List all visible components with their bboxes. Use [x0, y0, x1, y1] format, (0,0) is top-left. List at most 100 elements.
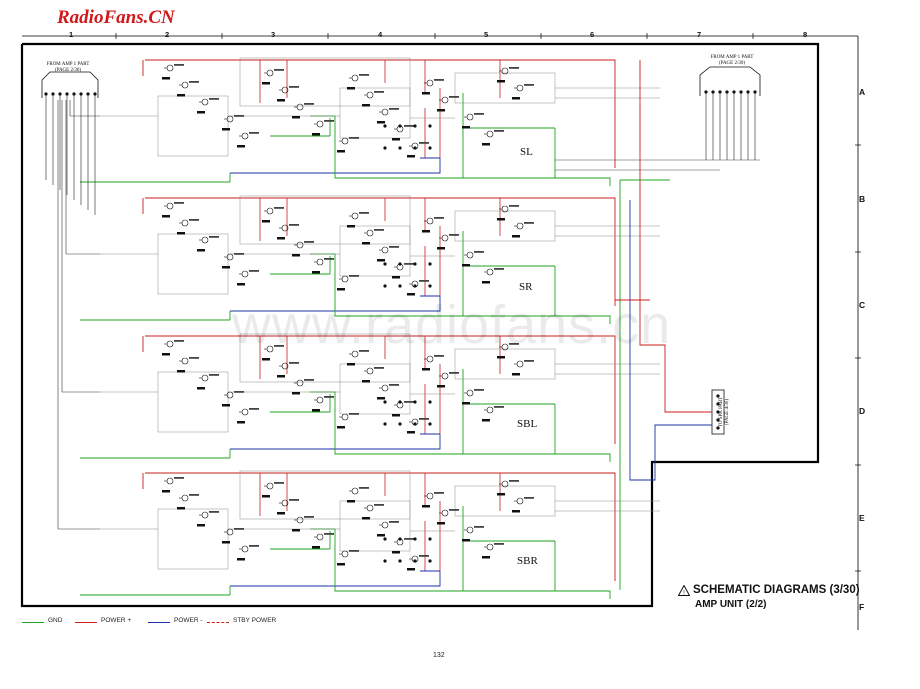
component-label: [449, 234, 459, 236]
right-connector-body: [699, 66, 761, 96]
component-label: [209, 236, 219, 238]
component-label: [209, 98, 219, 100]
transistor-symbol: [201, 236, 209, 244]
legend-gnd-label: GND: [48, 617, 63, 624]
transistor-symbol: [266, 207, 274, 215]
component-label: [389, 246, 399, 248]
transistor-symbol: [381, 246, 389, 254]
junction-dot: [398, 124, 402, 128]
signal-wire: [239, 470, 411, 520]
url-watermark: www.radiofans.cn: [232, 295, 672, 355]
junction-dot: [383, 559, 387, 563]
transistor-symbol: [241, 408, 249, 416]
component-label: [392, 276, 400, 279]
transistor-symbol: [486, 543, 494, 551]
component-label: [249, 132, 259, 134]
component-label: [407, 293, 415, 296]
junction-dot: [398, 422, 402, 426]
transistor-symbol: [201, 511, 209, 519]
junction-dot: [428, 559, 432, 563]
component-label: [277, 512, 285, 515]
junction-dot: [383, 262, 387, 266]
connector-pin: [716, 426, 720, 430]
transistor-symbol: [426, 492, 434, 500]
component-label: [497, 218, 505, 221]
power-minus-rail: [230, 434, 441, 450]
component-label: [512, 97, 520, 100]
transistor-symbol: [316, 120, 324, 128]
power-minus-rail: [230, 158, 441, 174]
junction-dot: [383, 400, 387, 404]
component-label: [222, 404, 230, 407]
component-label: [377, 534, 385, 537]
junction-dot: [413, 146, 417, 150]
speaker-connector-label: TO SPK PART (PAGE 4/30): [719, 392, 731, 432]
component-label: [422, 92, 430, 95]
junction-dot: [398, 559, 402, 563]
component-label: [237, 421, 245, 424]
component-label: [392, 414, 400, 417]
page-number: 132: [433, 652, 445, 659]
transistor-symbol: [351, 212, 359, 220]
transistor-symbol: [181, 357, 189, 365]
column-label-2: 2: [165, 30, 170, 39]
component-label: [474, 526, 484, 528]
component-label: [419, 280, 429, 282]
component-label: [292, 254, 300, 257]
component-label: [289, 499, 299, 501]
right-connector-label: FROM AMP 1 PART (PAGE 2/30): [700, 55, 764, 67]
component-label: [197, 249, 205, 252]
transistor-symbol: [296, 103, 304, 111]
transistor-symbol: [486, 268, 494, 276]
component-label: [437, 385, 445, 388]
logo-watermark: RadioFans.CN: [57, 7, 175, 28]
component-label: [404, 263, 414, 265]
component-label: [462, 539, 470, 542]
component-label: [162, 490, 170, 493]
row-label-e: E: [859, 513, 865, 523]
junction-dot: [428, 262, 432, 266]
column-label-7: 7: [697, 30, 702, 39]
board-outline: [20, 42, 820, 608]
transistor-symbol: [241, 545, 249, 553]
transistor-symbol: [381, 521, 389, 529]
transistor-symbol: [486, 130, 494, 138]
signal-wire: [239, 195, 411, 245]
component-label: [312, 133, 320, 136]
junction-dot: [413, 400, 417, 404]
transistor-symbol: [316, 533, 324, 541]
junction-dot: [413, 422, 417, 426]
component-label: [404, 401, 414, 403]
signal-wire: [454, 485, 556, 517]
legend-gnd-swatch: [22, 622, 44, 623]
channel-label-sbr: SBR: [517, 555, 538, 567]
transistor-symbol: [466, 113, 474, 121]
power-minus-rail: [230, 571, 441, 587]
left-connector-label: FROM AMP 1 PART (PAGE 2/30): [36, 62, 100, 74]
transistor-symbol: [296, 516, 304, 524]
row-label-c: C: [859, 300, 866, 310]
component-label: [292, 116, 300, 119]
transistor-symbol: [516, 84, 524, 92]
component-label: [389, 521, 399, 523]
transistor-symbol: [366, 504, 374, 512]
component-label: [189, 357, 199, 359]
transistor-symbol: [266, 482, 274, 490]
component-label: [392, 551, 400, 554]
component-label: [324, 533, 334, 535]
component-label: [512, 235, 520, 238]
junction-dot: [413, 124, 417, 128]
transistor-symbol: [516, 360, 524, 368]
component-label: [277, 375, 285, 378]
component-label: [337, 563, 345, 566]
transistor-symbol: [351, 487, 359, 495]
transistor-symbol: [166, 340, 174, 348]
signal-wire: [339, 363, 411, 415]
connector-pin: [716, 394, 720, 398]
component-label: [289, 362, 299, 364]
component-label: [422, 230, 430, 233]
component-label: [249, 270, 259, 272]
component-label: [419, 555, 429, 557]
component-label: [407, 568, 415, 571]
component-label: [234, 253, 244, 255]
